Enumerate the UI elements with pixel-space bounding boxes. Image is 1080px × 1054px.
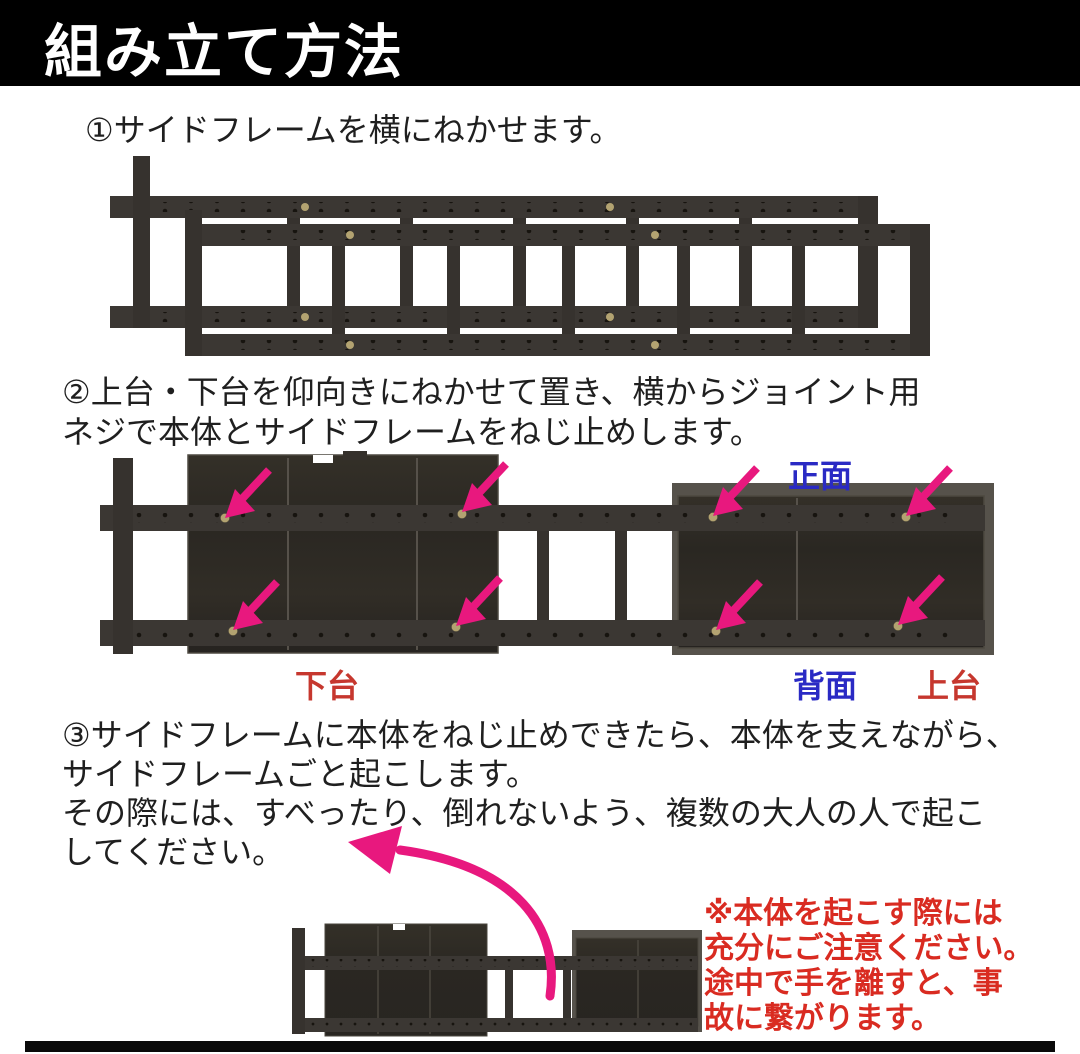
step3-line4: してください。 bbox=[62, 834, 285, 870]
warning-line4: 故に繋がります。 bbox=[704, 1002, 941, 1035]
lift-illustration bbox=[292, 826, 702, 1037]
side-frame-illustration bbox=[110, 156, 930, 356]
page-title: 組み立て方法 bbox=[44, 20, 405, 85]
label-back: 背面 bbox=[793, 668, 858, 704]
bottom-bar bbox=[25, 1041, 1055, 1052]
assembled-unit bbox=[292, 923, 702, 1037]
step3-text: ③サイドフレームに本体をねじ止めできたら、本体を支えながら、 サイドフレームごと… bbox=[62, 716, 1018, 872]
step3-line3: その際には、すべったり、倒れないよう、複数の大人の人で起こ bbox=[62, 795, 986, 831]
step3-line1: ③サイドフレームに本体をねじ止めできたら、本体を支えながら、 bbox=[62, 717, 1018, 753]
front-side-frame bbox=[185, 210, 930, 356]
warning-line3: 途中で手を離すと、事 bbox=[704, 967, 1003, 1000]
step2-line2: ネジで本体とサイドフレームをねじ止めします。 bbox=[62, 414, 762, 450]
step2-line1: ②上台・下台を仰向きにねかせて置き、横からジョイント用 bbox=[62, 374, 921, 410]
label-front: 正面 bbox=[788, 458, 853, 494]
warning-note: ※本体を起こす際には 充分にご注意ください。 途中で手を離すと、事 故に繋がりま… bbox=[704, 896, 1033, 1036]
assembly-illustration bbox=[100, 451, 994, 655]
step1-line1: ①サイドフレームを横にねかせます。 bbox=[85, 112, 622, 148]
warning-line2: 充分にご注意ください。 bbox=[704, 932, 1034, 965]
title-banner: 組み立て方法 bbox=[0, 0, 1080, 86]
lift-arrow bbox=[348, 826, 556, 1001]
warning-line1: ※本体を起こす際には bbox=[704, 897, 1003, 930]
label-upper-base: 上台 bbox=[917, 668, 982, 704]
label-lower-base: 下台 bbox=[295, 668, 360, 704]
step1-text: ①サイドフレームを横にねかせます。 bbox=[85, 110, 622, 150]
step3-line2: サイドフレームごと起こします。 bbox=[62, 756, 538, 792]
step2-text: ②上台・下台を仰向きにねかせて置き、横からジョイント用 ネジで本体とサイドフレー… bbox=[62, 372, 920, 452]
